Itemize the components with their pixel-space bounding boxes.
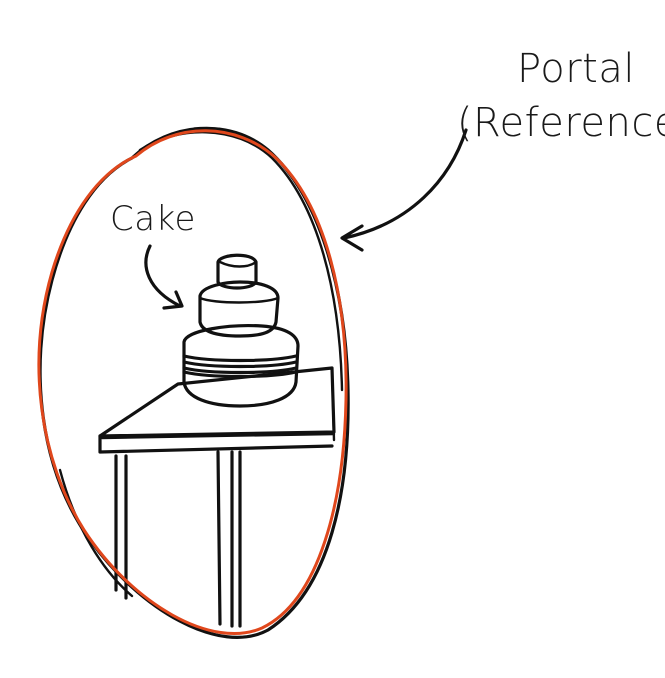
table-top <box>98 366 336 438</box>
cake <box>182 253 300 408</box>
cake-middle-tier <box>198 280 280 338</box>
cake-bottom-tier <box>182 324 300 408</box>
table <box>98 366 336 628</box>
cake-arrow <box>144 244 184 310</box>
portal-label-line2: (Reference) <box>457 100 665 146</box>
portal-label-line1: Portal <box>517 46 635 92</box>
cake-top-tier <box>216 253 258 290</box>
table-leg-left <box>114 454 128 600</box>
cake-band <box>182 354 298 379</box>
portal <box>37 126 350 639</box>
cake-label: Cake <box>110 199 196 239</box>
portal-outline-orange <box>37 129 348 635</box>
table-leg-middle <box>216 450 242 628</box>
table-apron <box>98 434 334 454</box>
portal-arrow <box>340 128 468 252</box>
